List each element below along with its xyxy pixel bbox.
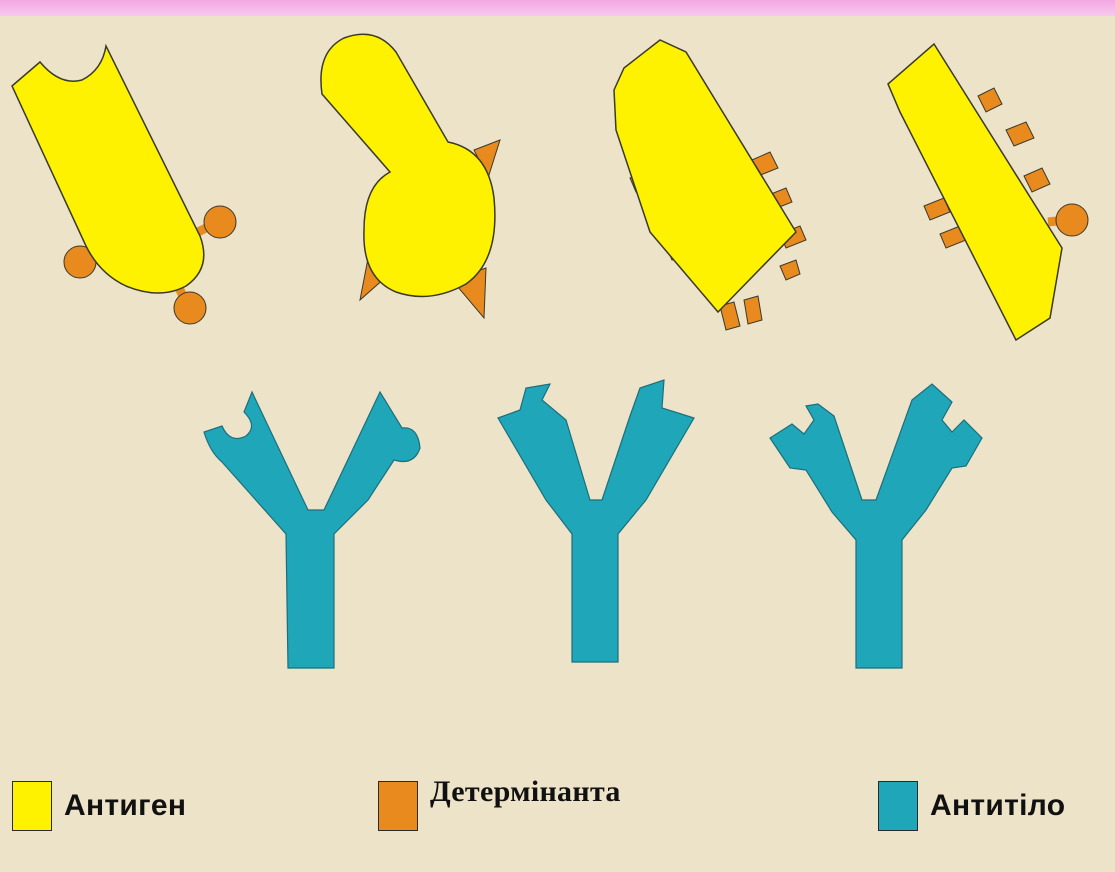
antigen-legend-label: Антиген — [64, 789, 186, 823]
antigen-1 — [12, 46, 236, 324]
antigen-3-body — [614, 40, 796, 312]
antigen-4-body — [888, 44, 1062, 340]
antibody-legend-label: Антитіло — [930, 789, 1065, 823]
legend-item-antibody: Антитіло — [878, 778, 1065, 834]
antibody-3 — [770, 384, 982, 668]
antigen-3 — [614, 40, 806, 330]
antibody-2 — [498, 380, 694, 662]
antigen-antibody-diagram — [0, 0, 1115, 760]
determinant-legend-label: Детермінанта — [430, 775, 621, 809]
antigen-4 — [888, 44, 1088, 340]
antigen-1-body — [12, 46, 204, 293]
antigen-2-body — [321, 34, 495, 296]
antibody-1 — [204, 392, 420, 668]
legend-item-antigen: Антиген — [12, 778, 186, 834]
antigen-2 — [321, 34, 500, 318]
antigen-swatch — [12, 781, 52, 831]
legend-item-determinant: Детермінанта — [378, 778, 621, 834]
determinant-swatch — [378, 781, 418, 831]
antibody-swatch — [878, 781, 918, 831]
